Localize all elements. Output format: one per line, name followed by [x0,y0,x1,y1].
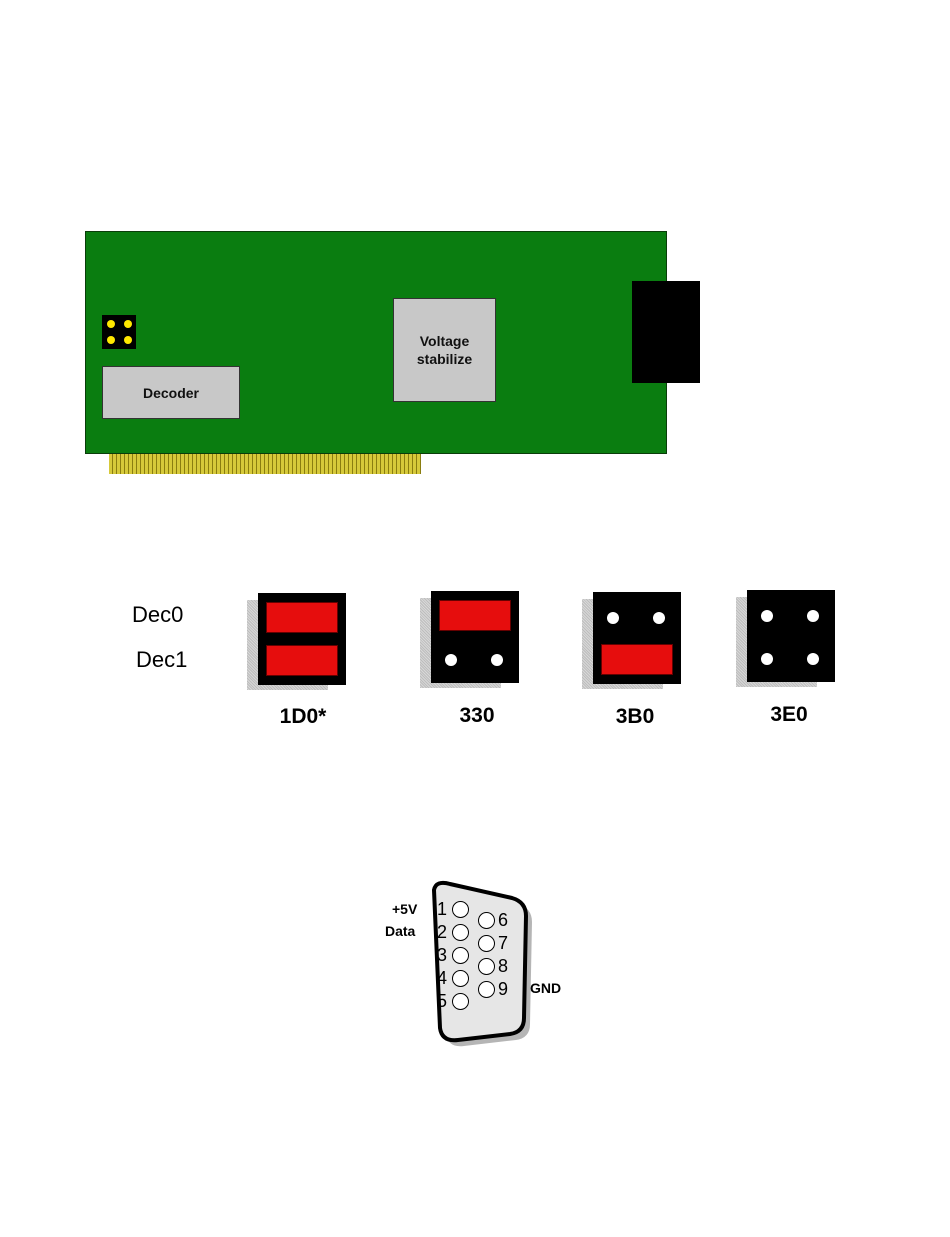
pin-hole [478,935,495,952]
pin-number: 7 [498,933,508,954]
dec0-jumper-pin [807,610,819,622]
dec1-jumper-cap [601,644,673,675]
dec0-jumper-pin [653,612,665,624]
pin-hole [452,947,469,964]
jumper-pin [107,336,115,344]
pin-hole [478,981,495,998]
pin-hole [478,958,495,975]
jumper-caption: 330 [417,704,537,728]
jumper-caption: 3B0 [575,705,695,729]
pin-hole [452,924,469,941]
jumper-pin [124,336,132,344]
dec1-jumper-pin [807,653,819,665]
jumper-pin [124,320,132,328]
signal-plus5v-label: +5V [392,901,417,917]
signal-data-label: Data [385,923,415,939]
voltage-stabilizer-chip: Voltage stabilize [393,298,496,402]
pin-number: 3 [437,945,447,966]
connector-bracket [632,281,700,383]
dec0-jumper-cap [266,602,338,633]
pin-hole [452,901,469,918]
pin-hole [452,970,469,987]
dec0-jumper-cap [439,600,511,631]
dec1-jumper-pin [491,654,503,666]
edge-connector-fingers [109,454,421,474]
board-jumper-block [102,315,136,349]
jumper-block [593,592,681,684]
dec1-jumper-pin [445,654,457,666]
pin-number: 6 [498,910,508,931]
pin-number: 9 [498,979,508,1000]
pin-number: 8 [498,956,508,977]
pin-number: 4 [437,968,447,989]
pin-number: 5 [437,991,447,1012]
dec0-label: Dec0 [132,602,183,628]
dec0-jumper-pin [761,610,773,622]
jumper-block [431,591,519,683]
jumper-pin [107,320,115,328]
pcb-board [85,231,667,454]
signal-gnd-label: GND [530,980,561,996]
jumper-caption: 3E0 [729,703,849,727]
pin-hole [478,912,495,929]
decoder-chip: Decoder [102,366,240,419]
jumper-caption: 1D0* [243,705,363,729]
dec1-label: Dec1 [136,647,187,673]
jumper-block [258,593,346,685]
dec1-jumper-pin [761,653,773,665]
jumper-block [747,590,835,682]
dec0-jumper-pin [607,612,619,624]
pin-number: 1 [437,899,447,920]
dec1-jumper-cap [266,645,338,676]
pin-number: 2 [437,922,447,943]
pin-hole [452,993,469,1010]
